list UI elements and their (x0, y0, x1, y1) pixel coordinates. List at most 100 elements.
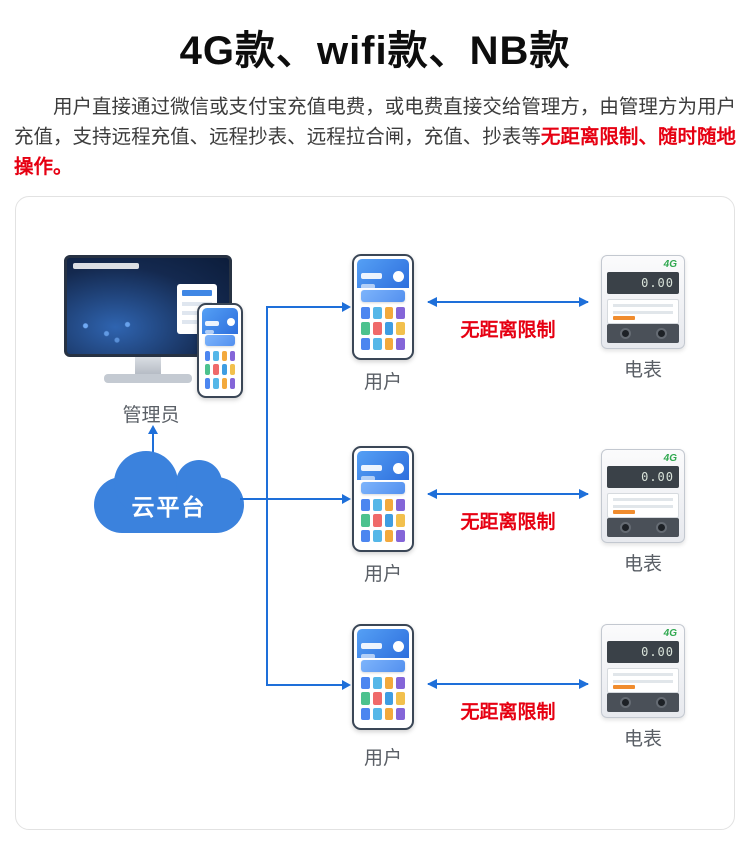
app-icon (372, 514, 382, 527)
app-icon (384, 322, 394, 335)
app-icon (204, 364, 210, 375)
meter-terminal-knob (655, 697, 667, 708)
app-icon (372, 322, 382, 335)
app-icon (384, 514, 394, 527)
meter-lcd-display: 0.00 (607, 641, 679, 663)
meter-label-plate (607, 668, 679, 693)
user-phone-screen (357, 259, 409, 355)
link-label: 无距离限制 (460, 702, 556, 723)
meter-terminal-knob (619, 328, 631, 339)
app-icon (229, 378, 236, 389)
meter-terminal-knob (655, 522, 667, 533)
meter-4g-badge: 4G (663, 628, 677, 639)
app-icon (396, 307, 406, 320)
app-icon (360, 529, 370, 543)
app-icon (204, 350, 210, 362)
meter-terminal-knob (619, 697, 631, 708)
app-icon (213, 364, 219, 375)
phone-banner-card (360, 659, 406, 673)
branch-arrow-row3 (266, 680, 351, 690)
electric-meter: 4G 0.00 (601, 255, 685, 349)
meter-label: 电表 (623, 729, 662, 750)
app-icon (384, 307, 394, 320)
cloud-connector-line (240, 498, 267, 500)
avatar (392, 462, 405, 474)
avatar (392, 270, 405, 282)
meter-label-plate (607, 493, 679, 518)
app-icon (384, 692, 394, 705)
app-icon (372, 307, 382, 320)
app-icon (372, 337, 382, 351)
app-icon (372, 499, 382, 512)
user-label: 用户 (363, 748, 402, 769)
app-icon (360, 499, 370, 512)
app-icon (396, 337, 406, 351)
app-icon (360, 307, 370, 320)
app-icon-grid (360, 677, 406, 721)
page-title: 4G款、wifi款、NB款 (179, 29, 571, 73)
app-icon (360, 514, 370, 527)
app-icon (204, 378, 210, 389)
phone-header-subtext-line (204, 330, 215, 335)
admin-label: 管理员 (122, 405, 180, 426)
meter-terminal-knob (655, 328, 667, 339)
admin-phone (197, 303, 243, 398)
phone-header-subtext-line (361, 653, 375, 659)
cloud-label: 云平台 (131, 494, 207, 520)
user-label: 用户 (363, 564, 402, 585)
user-phone-screen (357, 629, 409, 725)
link-label: 无距离限制 (460, 512, 556, 533)
phone-banner-card (360, 481, 406, 495)
monitor-stand-base (104, 374, 192, 383)
monitor-titlebar (73, 263, 139, 269)
monitor-stand-neck (135, 357, 161, 374)
monitor-city-glow (75, 318, 145, 344)
meter-terminal-cover (607, 518, 679, 537)
meter-terminal-cover (607, 324, 679, 343)
meter-terminal-knob (619, 522, 631, 533)
meter-4g-badge: 4G (663, 453, 677, 464)
cloud-platform: 云平台 (94, 451, 244, 533)
app-icon (384, 337, 394, 351)
phone-header-subtext-line (361, 283, 375, 289)
description-highlight: 无距离限制、随时随地操作。 (14, 126, 736, 179)
app-icon (360, 322, 370, 335)
app-icon (213, 350, 219, 362)
app-icon (396, 529, 406, 543)
meter-lcd-display: 0.00 (607, 466, 679, 488)
user-label: 用户 (363, 372, 402, 393)
app-icon-grid (360, 307, 406, 351)
app-icon (396, 677, 406, 690)
meter-4g-badge: 4G (663, 259, 677, 270)
app-icon (396, 692, 406, 705)
app-icon (396, 499, 406, 512)
meter-label-plate (607, 299, 679, 324)
app-icon (221, 378, 227, 389)
meter-terminal-cover (607, 693, 679, 712)
trunk-line (266, 307, 268, 685)
branch-arrow-row2 (266, 494, 351, 504)
link-label: 无距离限制 (460, 320, 556, 341)
branch-arrow-row1 (266, 302, 351, 312)
app-icon (396, 707, 406, 721)
app-icon (213, 378, 219, 389)
avatar (226, 318, 235, 327)
user-phone-screen (357, 451, 409, 547)
phone-banner-card (360, 289, 406, 303)
admin-phone-screen (202, 308, 238, 393)
app-icon (384, 529, 394, 543)
description: 用户直接通过微信或支付宝充值电费，或电费直接交给管理方，由管理方为用户充值，支持… (14, 92, 736, 183)
avatar (392, 640, 405, 652)
app-icon (221, 350, 227, 362)
app-icon (372, 677, 382, 690)
app-icon (372, 692, 382, 705)
app-icon (360, 692, 370, 705)
app-icon (360, 677, 370, 690)
app-icon (384, 677, 394, 690)
phone-header-text-line (361, 465, 382, 472)
app-icon (372, 529, 382, 543)
double-arrow-icon (427, 297, 589, 307)
app-icon (396, 322, 406, 335)
user-phone (352, 446, 414, 552)
app-icon (229, 350, 236, 362)
